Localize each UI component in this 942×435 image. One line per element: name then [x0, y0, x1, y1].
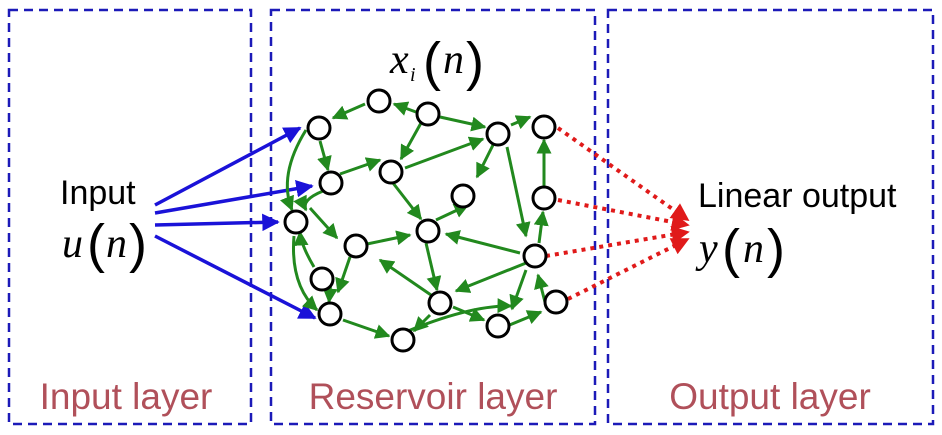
- reservoir-arrow: [534, 273, 549, 303]
- reservoir-arrow: [475, 144, 495, 179]
- input-arrow: [154, 126, 302, 207]
- reservoir-connections: [280, 101, 552, 339]
- reservoir-arrow: [439, 115, 487, 132]
- state-argument: n: [443, 37, 464, 83]
- reservoir-arrow: [293, 230, 316, 268]
- input-arrow: [154, 234, 317, 320]
- output-caption: Linear output: [698, 177, 897, 215]
- output-signal: Linear output y ( n ): [695, 177, 897, 279]
- reservoir-arrow: [533, 210, 549, 244]
- output-close-paren: ): [767, 219, 785, 279]
- reservoir-arrow: [392, 101, 417, 116]
- output-arrow: [545, 225, 690, 258]
- reservoir-arrow: [366, 230, 412, 246]
- reservoir-node: [485, 121, 511, 147]
- reservoir-node: [318, 170, 344, 196]
- reservoir-node: [317, 301, 343, 327]
- reservoir-arrow: [378, 258, 432, 297]
- output-layer-label: Output layer: [669, 376, 871, 417]
- reservoir-arrow: [402, 298, 513, 335]
- reservoir-arrow: [399, 122, 423, 161]
- output-argument: n: [743, 226, 764, 272]
- reservoir-node: [343, 233, 369, 259]
- output-arrow: [557, 198, 690, 231]
- reservoir-arrow: [509, 269, 528, 311]
- output-symbol: y: [695, 226, 718, 272]
- reservoir-state: x i ( n ): [389, 32, 484, 92]
- reservoir-arrow: [444, 230, 521, 255]
- reservoir-arrow: [331, 102, 366, 120]
- input-open-paren: (: [87, 214, 105, 274]
- reservoir-nodes: [283, 88, 569, 353]
- reservoir-node: [378, 159, 404, 185]
- input-argument: n: [106, 221, 127, 267]
- reservoir-arrow: [308, 206, 339, 240]
- reservoir-node: [415, 101, 441, 127]
- input-close-paren: ): [129, 214, 147, 274]
- reservoir-node: [427, 290, 453, 316]
- reservoir-node: [531, 114, 557, 140]
- reservoir-arrow: [452, 305, 486, 322]
- input-layer-panel: Input layer: [7, 8, 253, 426]
- input-arrow: [154, 213, 280, 232]
- state-subscript: i: [410, 64, 416, 86]
- reservoir-arrow: [454, 261, 527, 293]
- reservoir-arrow: [391, 182, 423, 221]
- reservoir-arrow: [292, 235, 319, 312]
- reservoir-arrow: [293, 189, 324, 212]
- reservoir-node: [415, 218, 441, 244]
- output-layer-panel: Output layer: [606, 8, 935, 426]
- input-caption: Input: [60, 174, 136, 212]
- reservoir-arrow: [335, 256, 352, 294]
- reservoir-node: [309, 266, 335, 292]
- state-symbol: x: [389, 37, 409, 83]
- reservoir-node: [390, 327, 416, 353]
- reservoir-arrow: [339, 157, 382, 176]
- output-open-paren: (: [722, 219, 740, 279]
- reservoir-node: [306, 115, 332, 141]
- input-connections: [154, 126, 317, 320]
- output-layer-border: [606, 8, 935, 426]
- reservoir-node: [450, 183, 476, 209]
- reservoir-arrow: [280, 129, 308, 212]
- reservoir-arrow: [505, 146, 531, 238]
- reservoir-arrow: [510, 115, 532, 130]
- reservoir-arrow: [342, 318, 391, 339]
- reservoir-node: [485, 313, 511, 339]
- state-open-paren: (: [423, 32, 441, 92]
- reservoir-arrow: [404, 136, 485, 170]
- reservoir-arrow: [317, 140, 332, 172]
- input-layer-border: [7, 8, 253, 426]
- reservoir-node: [531, 185, 557, 211]
- input-symbol: u: [62, 221, 83, 267]
- reservoir-node: [543, 289, 569, 315]
- input-layer-label: Input layer: [40, 376, 213, 417]
- input-signal: Input u ( n ): [60, 174, 147, 274]
- reservoir-layer-label: Reservoir layer: [309, 376, 558, 417]
- input-arrow: [154, 180, 314, 215]
- state-close-paren: ): [466, 32, 484, 92]
- output-arrow: [556, 126, 690, 222]
- reservoir-layer-panel: Reservoir layer: [269, 8, 597, 426]
- output-connections: [545, 126, 690, 301]
- reservoir-arrow: [424, 242, 442, 292]
- output-arrow: [567, 237, 690, 301]
- reservoir-node: [283, 209, 309, 235]
- reservoir-node: [522, 243, 548, 269]
- reservoir-node: [366, 88, 392, 114]
